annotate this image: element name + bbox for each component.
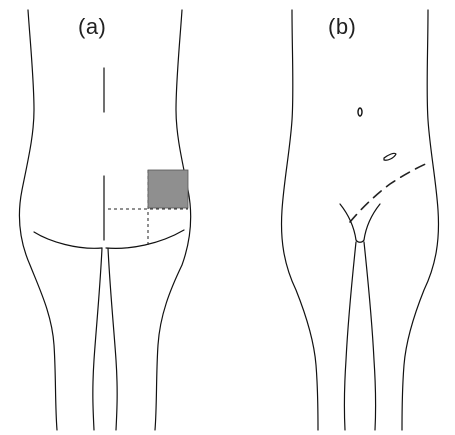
panel-a-right-contour bbox=[155, 10, 191, 430]
panel-a-left-buttock-crease bbox=[34, 232, 102, 248]
panel-a-figure bbox=[19, 10, 190, 430]
panel-a-inner-leg-left bbox=[93, 248, 102, 430]
panel-b-navel bbox=[358, 108, 362, 116]
panel-b-hip-mark bbox=[384, 153, 396, 160]
panel-b-inner-leg-right bbox=[364, 242, 376, 430]
panel-a-inner-leg-right bbox=[108, 248, 117, 430]
panel-b-groin-left bbox=[340, 204, 356, 240]
panel-b-groin-right bbox=[364, 204, 380, 240]
panel-b-left-contour bbox=[282, 10, 318, 430]
panel-b-dashed-inguinal-line bbox=[350, 162, 430, 222]
panel-b-inner-leg-left bbox=[344, 242, 356, 430]
panel-a-left-contour bbox=[19, 10, 57, 430]
panel-b-right-contour bbox=[402, 10, 438, 430]
panel-a-right-buttock-crease bbox=[106, 230, 184, 248]
panel-b-figure bbox=[282, 10, 439, 430]
panel-a-shaded-upper-outer-quadrant bbox=[148, 170, 188, 208]
panel-b-crotch-curve bbox=[356, 240, 364, 242]
